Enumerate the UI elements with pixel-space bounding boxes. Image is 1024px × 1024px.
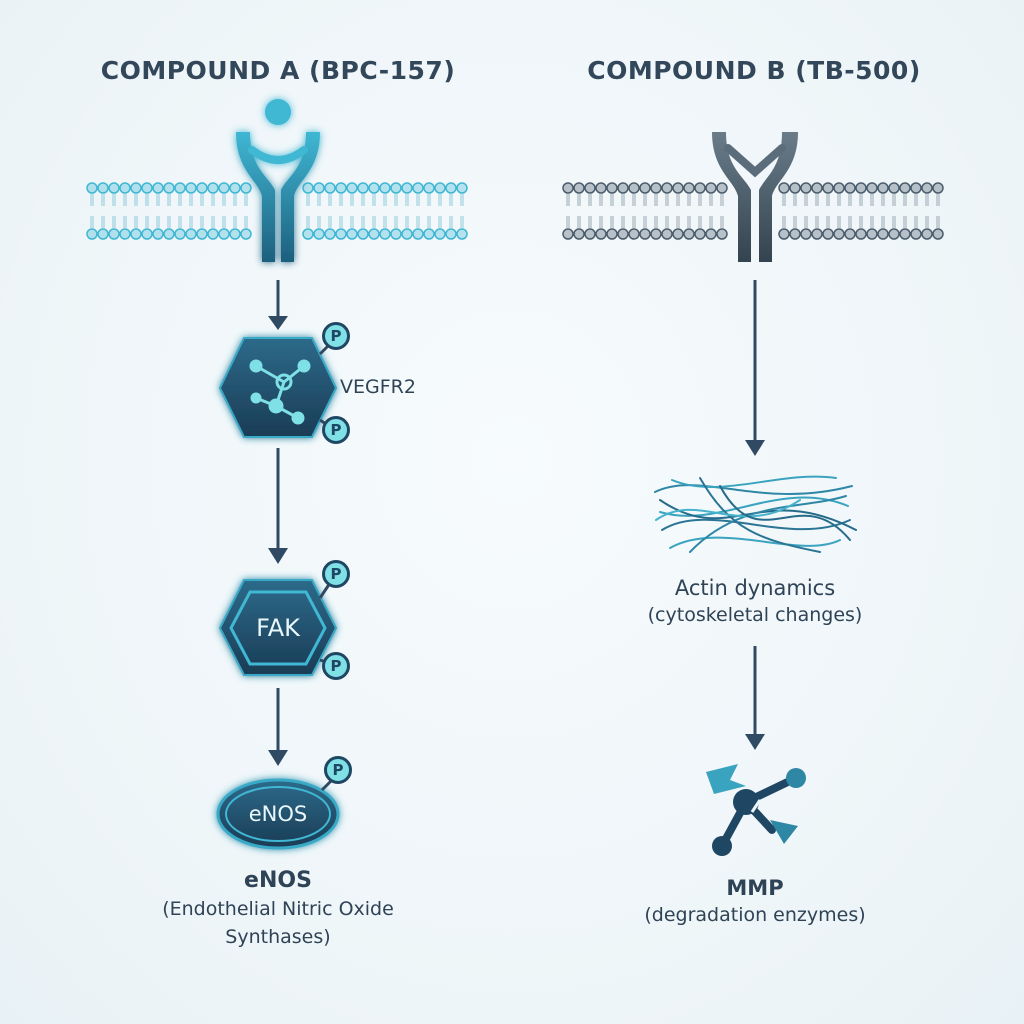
enos-title: eNOS — [244, 868, 312, 893]
actin-description: (cytoskeletal changes) — [647, 604, 863, 626]
mmp-description: (degradation enzymes) — [644, 904, 866, 926]
enos-node-label: eNOS — [248, 802, 308, 826]
fak-node-label: FAK — [256, 614, 300, 642]
arrow-receptor-to-vegfr2 — [268, 280, 288, 330]
actin-title: Actin dynamics — [674, 576, 836, 600]
title-compound-b: COMPOUND B (TB-500) — [587, 56, 921, 85]
phospho-badge: P — [322, 416, 350, 444]
phospho-badge: P — [322, 652, 350, 680]
network-icon — [249, 359, 311, 425]
phospho-badge: P — [324, 756, 352, 784]
mmp-title: MMP — [726, 876, 784, 900]
enos-description-line1: (Endothelial Nitric Oxide — [162, 898, 394, 920]
vegfr2-node — [218, 337, 338, 438]
phospho-badge: P — [322, 322, 350, 350]
arrow-fak-to-enos — [268, 688, 288, 766]
mmp-enzyme-icon — [706, 764, 806, 856]
receptor-right-icon — [712, 132, 798, 262]
vegfr2-label: VEGFR2 — [340, 376, 416, 398]
title-compound-a: COMPOUND A (BPC-157) — [100, 56, 456, 85]
arrow-vegfr2-to-fak — [268, 448, 288, 564]
membrane-left — [86, 182, 468, 240]
phospho-badge: P — [322, 560, 350, 588]
fak-node — [218, 579, 338, 676]
actin-filaments-icon — [654, 475, 857, 553]
enos-description-line2: Synthases) — [225, 926, 331, 948]
arrow-receptor-to-actin — [745, 280, 765, 456]
enos-node — [216, 778, 340, 850]
receptor-left-icon — [236, 99, 320, 262]
arrow-actin-to-mmp — [745, 646, 765, 750]
membrane-right — [562, 182, 944, 240]
